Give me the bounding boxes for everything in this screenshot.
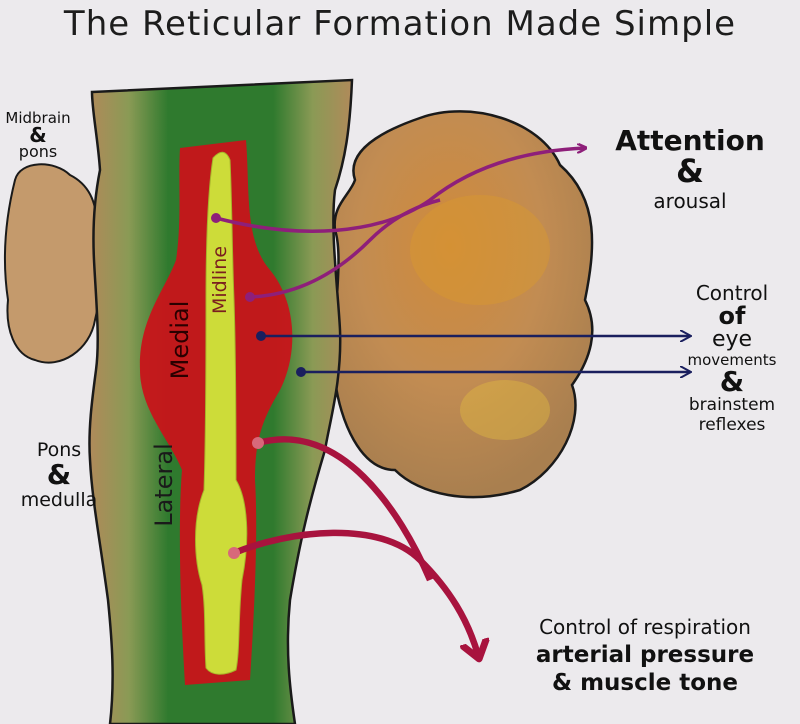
pons-text: Pons: [36, 439, 82, 461]
midbrain-text: Midbrain: [5, 109, 71, 127]
eye-origin-dot-1: [256, 331, 266, 341]
attention-arrow-lower: [249, 198, 441, 299]
midline-label: Midline: [209, 246, 231, 314]
respiration-arrow-lower: [232, 529, 478, 655]
attention-origin-dot-2: [245, 292, 255, 302]
medulla-text: medulla: [20, 489, 98, 511]
midbrain-pons-lobe: [3, 163, 102, 364]
respiration-line1: Control of respiration: [539, 615, 751, 639]
midbrain-label: Midbrain & pons: [2, 110, 74, 160]
respiration-origin-dot-1: [252, 437, 264, 449]
attention-text: Attention: [615, 124, 765, 157]
attention-arousal-label: Attention & arousal: [600, 126, 780, 216]
eye-amp: &: [719, 365, 745, 398]
brainstem-text: brainstem: [688, 395, 776, 415]
pons-top-text: pons: [18, 142, 58, 161]
eye-text: eye: [711, 327, 753, 352]
page-title: The Reticular Formation Made Simple: [63, 4, 737, 44]
attention-origin-dot-1: [211, 213, 221, 223]
arousal-text: arousal: [653, 189, 727, 213]
midbrain-amp: &: [29, 123, 47, 147]
attention-arrow-upper: [215, 148, 585, 233]
midline-zone: [195, 151, 248, 675]
attention-amp: &: [676, 152, 704, 190]
of-text: of: [718, 302, 746, 330]
cerebellum-shape: [332, 110, 594, 499]
movements-text: movements: [687, 351, 777, 369]
respiration-arrow-upper: [257, 436, 433, 582]
respiration-label: Control of respiration arterial pressure…: [500, 613, 790, 697]
lateral-label: Lateral: [150, 443, 178, 527]
pons-medulla-label: Pons & medulla: [4, 438, 114, 512]
medial-label: Medial: [166, 301, 194, 380]
respiration-line3: & muscle tone: [552, 670, 738, 696]
pons-amp: &: [46, 458, 72, 491]
respiration-line2: arterial pressure: [535, 642, 755, 668]
control-text: Control: [695, 281, 769, 305]
eye-movements-label: Control of eye movements & brainstem ref…: [668, 281, 796, 436]
respiration-origin-dot-2: [228, 547, 240, 559]
eye-origin-dot-2: [296, 367, 306, 377]
reflexes-text: reflexes: [698, 415, 766, 435]
